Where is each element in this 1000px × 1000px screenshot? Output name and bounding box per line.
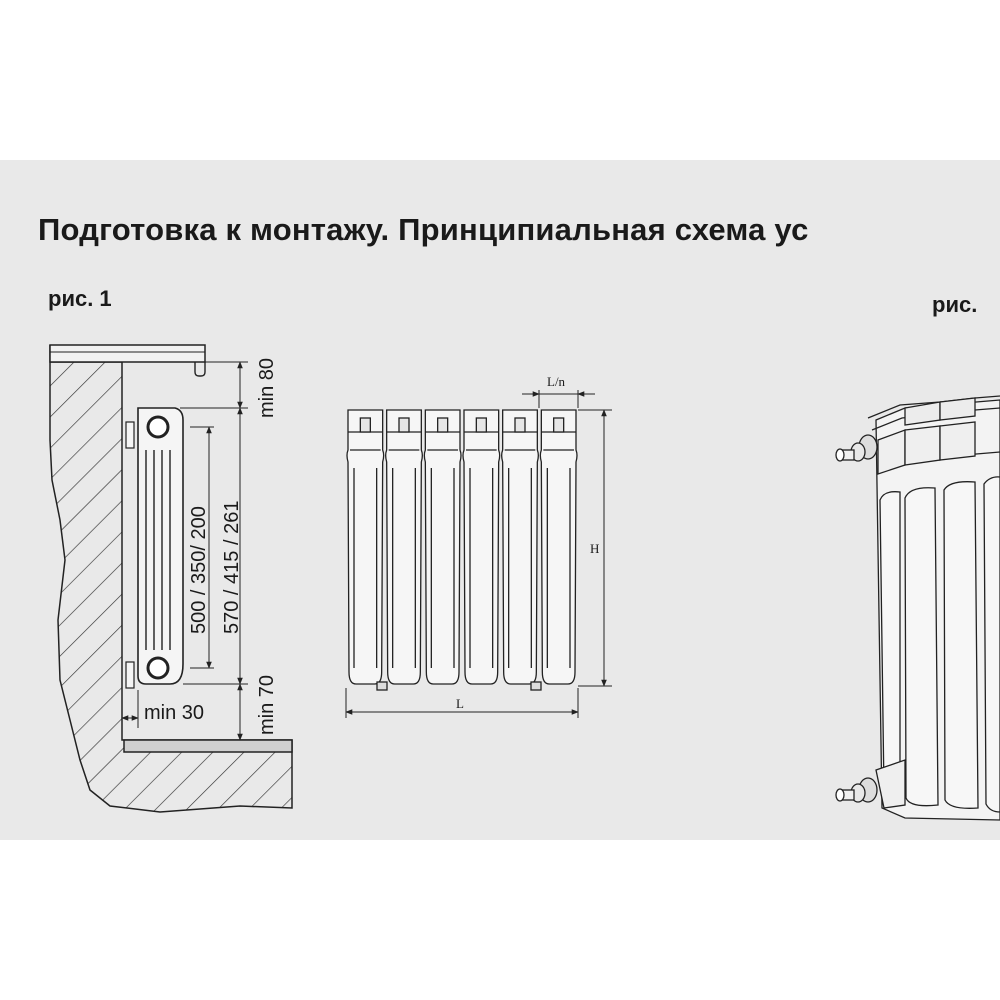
radiator-section [385, 409, 423, 685]
radiator-section [501, 409, 539, 685]
wall-clearance-label: min 30 [144, 702, 204, 724]
radiator-perspective-view [835, 395, 1000, 821]
wall-side-view: min 80 min 70 min 30 500 / 350/ 200 570 … [49, 344, 293, 813]
wall-hatch [49, 345, 293, 813]
bottom-clearance-label: min 70 [256, 675, 278, 735]
heights-label: 570 / 415 / 261 [221, 501, 243, 634]
height-label: H [590, 541, 599, 556]
section-width-label: L/n [547, 374, 566, 389]
floor-slab [123, 739, 293, 753]
radiator-section [539, 409, 578, 685]
drain-plug [530, 681, 542, 691]
center-distances-label: 500 / 350/ 200 [188, 506, 210, 634]
radiator-side-profile [137, 407, 184, 685]
radiator-section [423, 409, 462, 685]
radiator-section [462, 409, 501, 685]
top-clearance-label: min 80 [256, 358, 278, 418]
page-heading: Подготовка к монтажу. Принципиальная схе… [38, 212, 809, 247]
radiator-front-view: H L L/n [345, 374, 612, 718]
length-label: L [456, 696, 464, 711]
window-sill [49, 344, 206, 363]
figure-2-label: рис. [932, 292, 978, 317]
figure-1-label: рис. 1 [48, 286, 112, 311]
radiator-section [346, 409, 385, 685]
drain-plug [376, 681, 388, 691]
